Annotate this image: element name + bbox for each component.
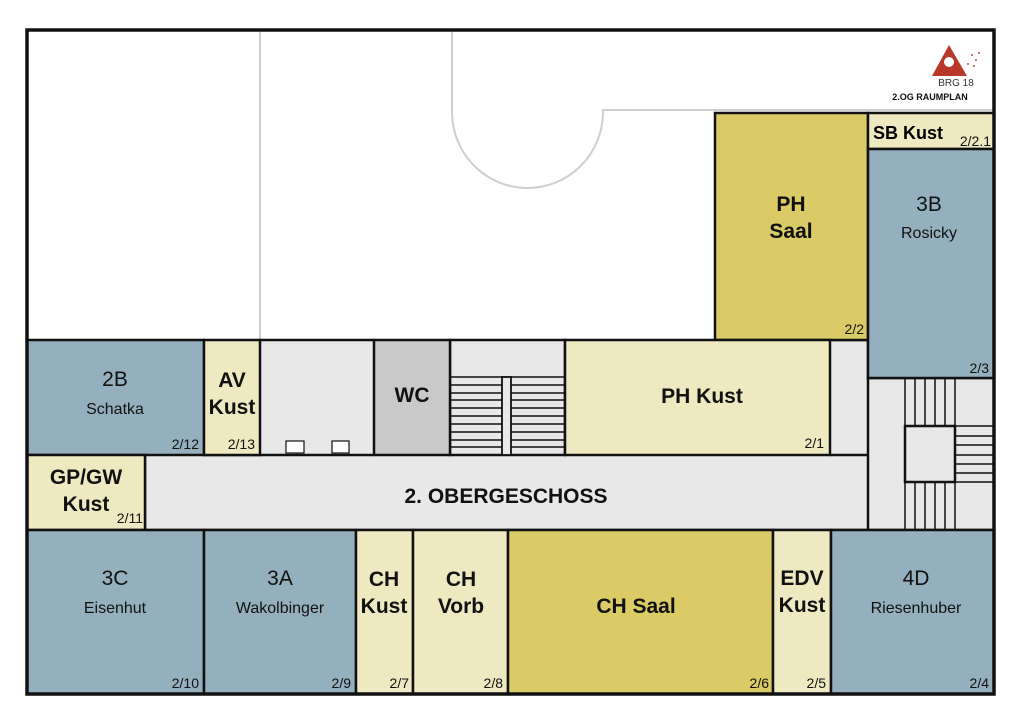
room-label: CH Saal (596, 595, 675, 618)
room-ch-saal[interactable]: CH Saal 2/6 (506, 528, 775, 696)
room-number: 2/13 (228, 436, 255, 452)
room-label: GP/GW (50, 466, 123, 489)
vent-2 (331, 440, 350, 454)
building-outline (25, 28, 996, 696)
plan-title: 2.OG RAUMPLAN (892, 92, 968, 102)
courtyard-outline (259, 30, 994, 340)
brg18-logo: BRG 18 (932, 45, 980, 89)
room-ch-vorb[interactable]: CH Vorb 2/8 (411, 528, 510, 696)
room-number: 2/2.1 (960, 133, 991, 149)
room-class: 2B (102, 368, 128, 391)
room-class: 3B (916, 193, 942, 216)
room-label: Saal (769, 220, 812, 243)
room-number: 2/2 (845, 321, 865, 337)
room-edv-kust[interactable]: EDV Kust 2/5 (771, 528, 833, 696)
room-sb-kust[interactable]: SB Kust 2/2.1 (866, 111, 996, 151)
room-number: 2/5 (807, 675, 827, 691)
room-label: WC (395, 384, 430, 407)
room-ch-kust[interactable]: CH Kust 2/7 (354, 528, 415, 696)
room-2b[interactable]: 2B Schatka 2/12 (25, 338, 206, 457)
room-av-kust[interactable]: AV Kust 2/13 (202, 338, 262, 457)
room-3c[interactable]: 3C Eisenhut 2/10 (25, 528, 206, 696)
vent-1 (285, 440, 305, 454)
room-number: 2/8 (484, 675, 504, 691)
room-3a[interactable]: 3A Wakolbinger 2/9 (202, 528, 358, 696)
room-label: Kust (361, 595, 408, 618)
room-teacher: Eisenhut (84, 600, 147, 617)
room-number: 2/12 (172, 436, 199, 452)
room-number: 2/11 (117, 510, 143, 526)
room-label: CH (446, 568, 476, 591)
logo-text: BRG 18 (938, 78, 974, 89)
room-number: 2/4 (970, 675, 990, 691)
room-number: 2/3 (970, 360, 990, 376)
room-teacher: Schatka (86, 401, 144, 418)
room-teacher: Wakolbinger (236, 600, 325, 617)
room-teacher: Riesenhuber (871, 600, 962, 617)
floor-label: 2. OBERGESCHOSS (404, 485, 607, 508)
room-gpgw-kust[interactable]: GP/GW Kust 2/11 (25, 453, 147, 532)
room-4d[interactable]: 4D Riesenhuber 2/4 (829, 528, 996, 696)
room-number: 2/10 (172, 675, 199, 691)
room-wc[interactable]: WC (372, 338, 452, 457)
room-label: CH (369, 568, 399, 591)
staircase-middle[interactable] (448, 338, 567, 457)
room-number: 2/6 (750, 675, 770, 691)
room-label: AV (218, 369, 246, 392)
room-number: 2/1 (805, 435, 825, 451)
room-label: Kust (63, 493, 110, 516)
room-label: SB Kust (873, 123, 943, 143)
room-3b[interactable]: 3B Rosicky 2/3 (866, 147, 996, 380)
room-ph-saal[interactable]: PH Saal 2/2 (713, 111, 870, 342)
room-label: EDV (780, 567, 823, 590)
room-class: 3A (267, 567, 293, 590)
room-label: PH Kust (661, 385, 743, 408)
room-label: Vorb (438, 595, 484, 618)
room-label: PH (776, 193, 805, 216)
room-class: 3C (102, 567, 129, 590)
room-number: 2/9 (332, 675, 352, 691)
room-label: Kust (209, 396, 256, 419)
room-ph-kust[interactable]: PH Kust 2/1 (563, 338, 832, 457)
room-number: 2/7 (390, 675, 410, 691)
room-class: 4D (903, 567, 930, 590)
staircase-right[interactable] (903, 378, 994, 530)
room-label: Kust (779, 594, 826, 617)
room-teacher: Rosicky (901, 225, 957, 242)
